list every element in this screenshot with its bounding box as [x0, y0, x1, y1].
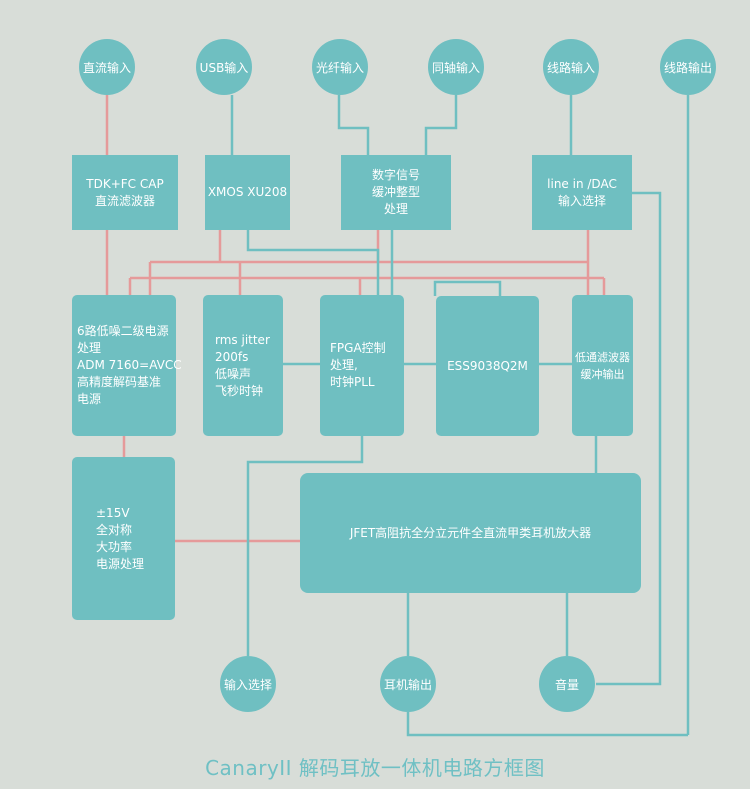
block-lowpass-filter: 低通滤波器 缓冲输出: [572, 295, 633, 436]
block-line: 处理,: [330, 358, 358, 372]
circle-line-input: 线路输入: [543, 39, 599, 95]
block-xmos: XMOS XU208: [205, 155, 290, 230]
block-femto-clock: rms jitter 200fs 低噪声 飞秒时钟: [203, 295, 283, 436]
signal-lines: [230, 95, 690, 737]
circle-line-output: 线路输出: [660, 39, 716, 95]
block-fpga: FPGA控制 处理, 时钟PLL: [320, 295, 404, 436]
block-line: 200fs: [215, 349, 249, 364]
block-line: 飞秒时钟: [215, 383, 264, 398]
block-line: ADM 7160=AVCC: [77, 358, 182, 372]
block-line: 数字信号: [371, 168, 420, 182]
block-line: XMOS XU208: [207, 185, 288, 199]
block-line: 全对称: [96, 522, 133, 537]
circle-optical-input: 光纤输入: [312, 39, 368, 95]
circle-label: 耳机输出: [383, 677, 432, 692]
circle-label: 同轴输入: [431, 60, 480, 75]
block-line: 低噪声: [215, 366, 252, 381]
block-line: ±15V: [96, 505, 130, 520]
circle-input-select: 输入选择: [220, 656, 276, 712]
block-line: JFET高阻抗全分立元件全直流甲类耳机放大器: [349, 525, 592, 540]
block-line: 处理: [77, 341, 102, 355]
circle-label: 输入选择: [223, 677, 272, 692]
block-line: 高精度解码基准: [77, 375, 162, 389]
block-jfet-amplifier: JFET高阻抗全分立元件全直流甲类耳机放大器: [300, 473, 641, 593]
block-line: 直流滤波器: [94, 193, 155, 208]
circle-label: 线路输入: [546, 60, 595, 75]
block-ess-dac: ESS9038Q2M: [436, 296, 539, 436]
signal-line: [337, 95, 370, 155]
circle-label: USB输入: [199, 60, 249, 75]
block-line: 处理: [383, 202, 408, 216]
block-power-15v: ±15V 全对称 大功率 电源处理: [72, 457, 175, 620]
block-line: 电源处理: [96, 556, 145, 571]
block-line: 大功率: [96, 539, 133, 554]
circle-volume: 音量: [539, 656, 595, 712]
circle-label: 直流输入: [82, 60, 131, 75]
power-lines: [105, 95, 606, 543]
block-digital-processing: 数字信号 缓冲整型 处理: [341, 155, 451, 230]
circle-dc-input: 直流输入: [79, 39, 135, 95]
block-line: line in /DAC: [547, 176, 617, 191]
signal-line: [246, 230, 380, 295]
diagram-title: CanaryII 解码耳放一体机电路方框图: [205, 756, 545, 780]
block-line: 缓冲整型: [371, 185, 420, 199]
signal-line: [424, 95, 458, 155]
block-line: 缓冲输出: [580, 367, 625, 381]
block-linein-dac-select: line in /DAC 输入选择: [532, 155, 632, 230]
block-line: rms jitter: [215, 332, 270, 347]
block-line: ESS9038Q2M: [447, 358, 528, 373]
signal-line: [406, 712, 688, 737]
block-power-6way: 6路低噪二级电源 处理 ADM 7160=AVCC 高精度解码基准 电源: [72, 295, 182, 436]
signal-line: [596, 191, 662, 686]
circle-coax-input: 同轴输入: [428, 39, 484, 95]
block-line: 输入选择: [557, 193, 606, 208]
signal-line: [246, 436, 364, 656]
block-line: 时钟PLL: [330, 375, 375, 389]
block-line: 6路低噪二级电源: [77, 324, 169, 338]
circle-label: 音量: [554, 677, 579, 692]
circle-headphone-output: 耳机输出: [380, 656, 436, 712]
circle-label: 线路输出: [663, 60, 712, 75]
block-line: TDK+FC CAP: [86, 176, 164, 191]
block-tdk-filter: TDK+FC CAP 直流滤波器: [72, 155, 178, 230]
circle-label: 光纤输入: [315, 60, 364, 75]
block-line: FPGA控制: [330, 341, 386, 355]
block-line: 电源: [77, 392, 102, 406]
block-line: 低通滤波器: [575, 350, 630, 364]
signal-line: [433, 280, 502, 296]
circle-usb-input: USB输入: [196, 39, 252, 95]
